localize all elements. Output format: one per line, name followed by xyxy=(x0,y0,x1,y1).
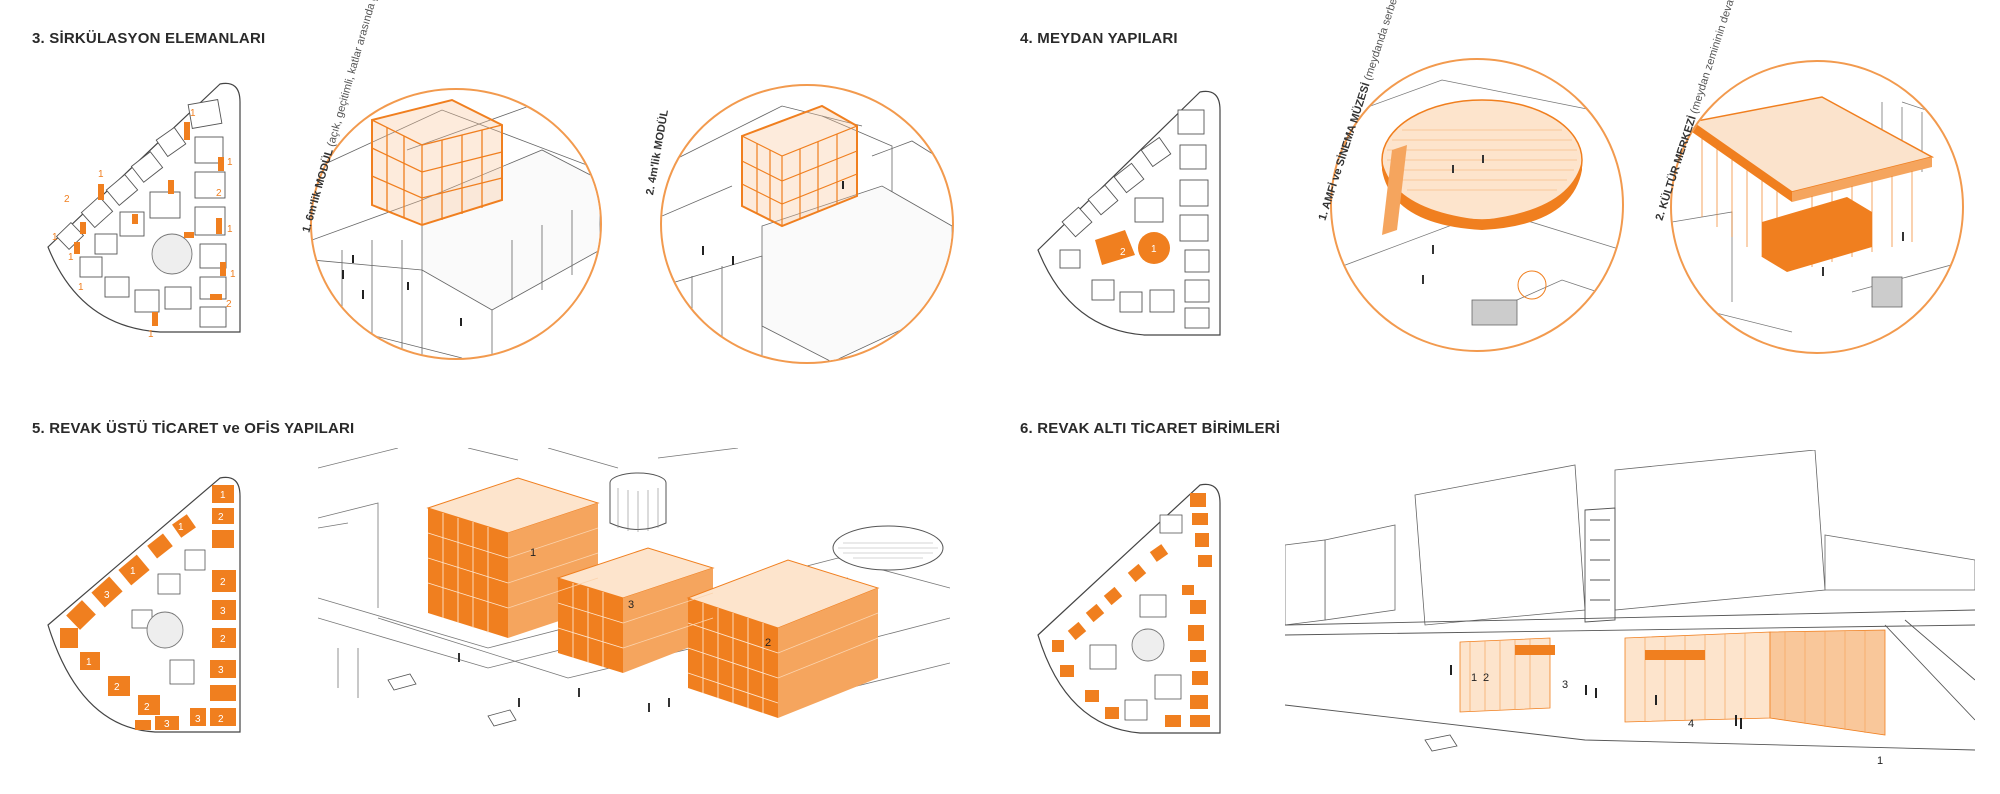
plan-num: 2 xyxy=(226,299,232,310)
plan-num: 1 xyxy=(227,224,233,235)
plan-num: 2 xyxy=(144,702,150,713)
plan-num: 1 xyxy=(78,282,84,293)
shop-num-3: 3 xyxy=(1562,679,1568,691)
section-4-title: 4. MEYDAN YAPILARI xyxy=(1020,30,1178,47)
view-office-blocks-svg: 1 3 2 xyxy=(318,448,950,727)
site-plan-arcade-shops xyxy=(1030,475,1230,745)
plan-num: 2 xyxy=(220,634,226,645)
section-6-title: 6. REVAK ALTI TİCARET BİRİMLERİ xyxy=(1020,420,1281,437)
block-num-1: 1 xyxy=(530,547,536,559)
plan-num: 3 xyxy=(104,590,110,601)
plan-num: 1 xyxy=(86,657,92,668)
plan-num: 2 xyxy=(114,682,120,693)
site-plan-arcade-shops-svg xyxy=(1037,483,1221,734)
plan-num: 1 xyxy=(178,522,184,533)
site-plan-offices-svg: 1 2 2 3 2 3 2 3 2 2 1 3 1 1 3 xyxy=(47,476,241,733)
site-plan-offices: 1 2 2 3 2 3 2 3 2 2 1 3 1 1 3 xyxy=(40,470,250,740)
view-4m-module-svg xyxy=(662,104,952,362)
plan-num: 1 xyxy=(98,169,104,180)
block-num-2: 2 xyxy=(765,637,771,649)
section-3-title: 3. SİRKÜLASYON ELEMANLARI xyxy=(32,30,266,47)
plan-num: 1 xyxy=(52,232,58,243)
shop-num-1b: 1 xyxy=(1877,755,1883,767)
view-amphitheatre xyxy=(1330,58,1624,352)
plan-num: 1 xyxy=(227,157,233,168)
plan-num: 3 xyxy=(195,714,201,725)
view-4m-module xyxy=(660,84,954,364)
plan-num: 1 xyxy=(130,566,136,577)
plan-num: 2 xyxy=(218,714,224,725)
plan-num: 1 xyxy=(190,108,196,119)
view-amphitheatre-svg xyxy=(1332,79,1622,326)
view-6m-module-svg xyxy=(312,98,600,358)
shop-num-4: 4 xyxy=(1688,718,1694,730)
plan-num: 2 xyxy=(216,188,222,199)
block-num-3: 3 xyxy=(628,599,634,611)
plan-num: 3 xyxy=(164,719,170,730)
site-plan-circulation-svg: 1 1 2 1 2 1 1 1 1 2 1 1 xyxy=(47,82,241,340)
view-arcade-shops-svg: 1 2 3 4 1 xyxy=(1285,450,1975,767)
plan-num: 2 xyxy=(218,512,224,523)
shop-num-2: 2 xyxy=(1483,672,1489,684)
site-plan-circulation: 1 1 2 1 2 1 1 1 1 2 1 1 xyxy=(40,62,250,352)
view-culture-center xyxy=(1670,60,1964,354)
plan-num: 3 xyxy=(218,665,224,676)
plan-num: 1 xyxy=(220,490,226,501)
plan-num: 2 xyxy=(1120,247,1126,258)
plan-num: 1 xyxy=(1151,244,1157,255)
site-plan-square-svg: 2 1 xyxy=(1037,90,1221,336)
shop-num-1: 1 xyxy=(1471,672,1477,684)
view-arcade-shops: 1 2 3 4 1 xyxy=(1285,450,1975,770)
view-culture-center-svg xyxy=(1672,96,1962,333)
plan-num: 1 xyxy=(148,329,154,340)
plan-num: 2 xyxy=(64,194,70,205)
site-plan-square: 2 1 xyxy=(1030,80,1230,350)
plan-num: 3 xyxy=(220,606,226,617)
view-6m-module xyxy=(310,88,602,360)
view-office-blocks: 1 3 2 xyxy=(318,448,950,768)
plan-num: 1 xyxy=(230,269,236,280)
plan-num: 2 xyxy=(220,577,226,588)
plan-num: 1 xyxy=(68,252,74,263)
section-5-title: 5. REVAK ÜSTÜ TİCARET ve OFİS YAPILARI xyxy=(32,420,355,437)
